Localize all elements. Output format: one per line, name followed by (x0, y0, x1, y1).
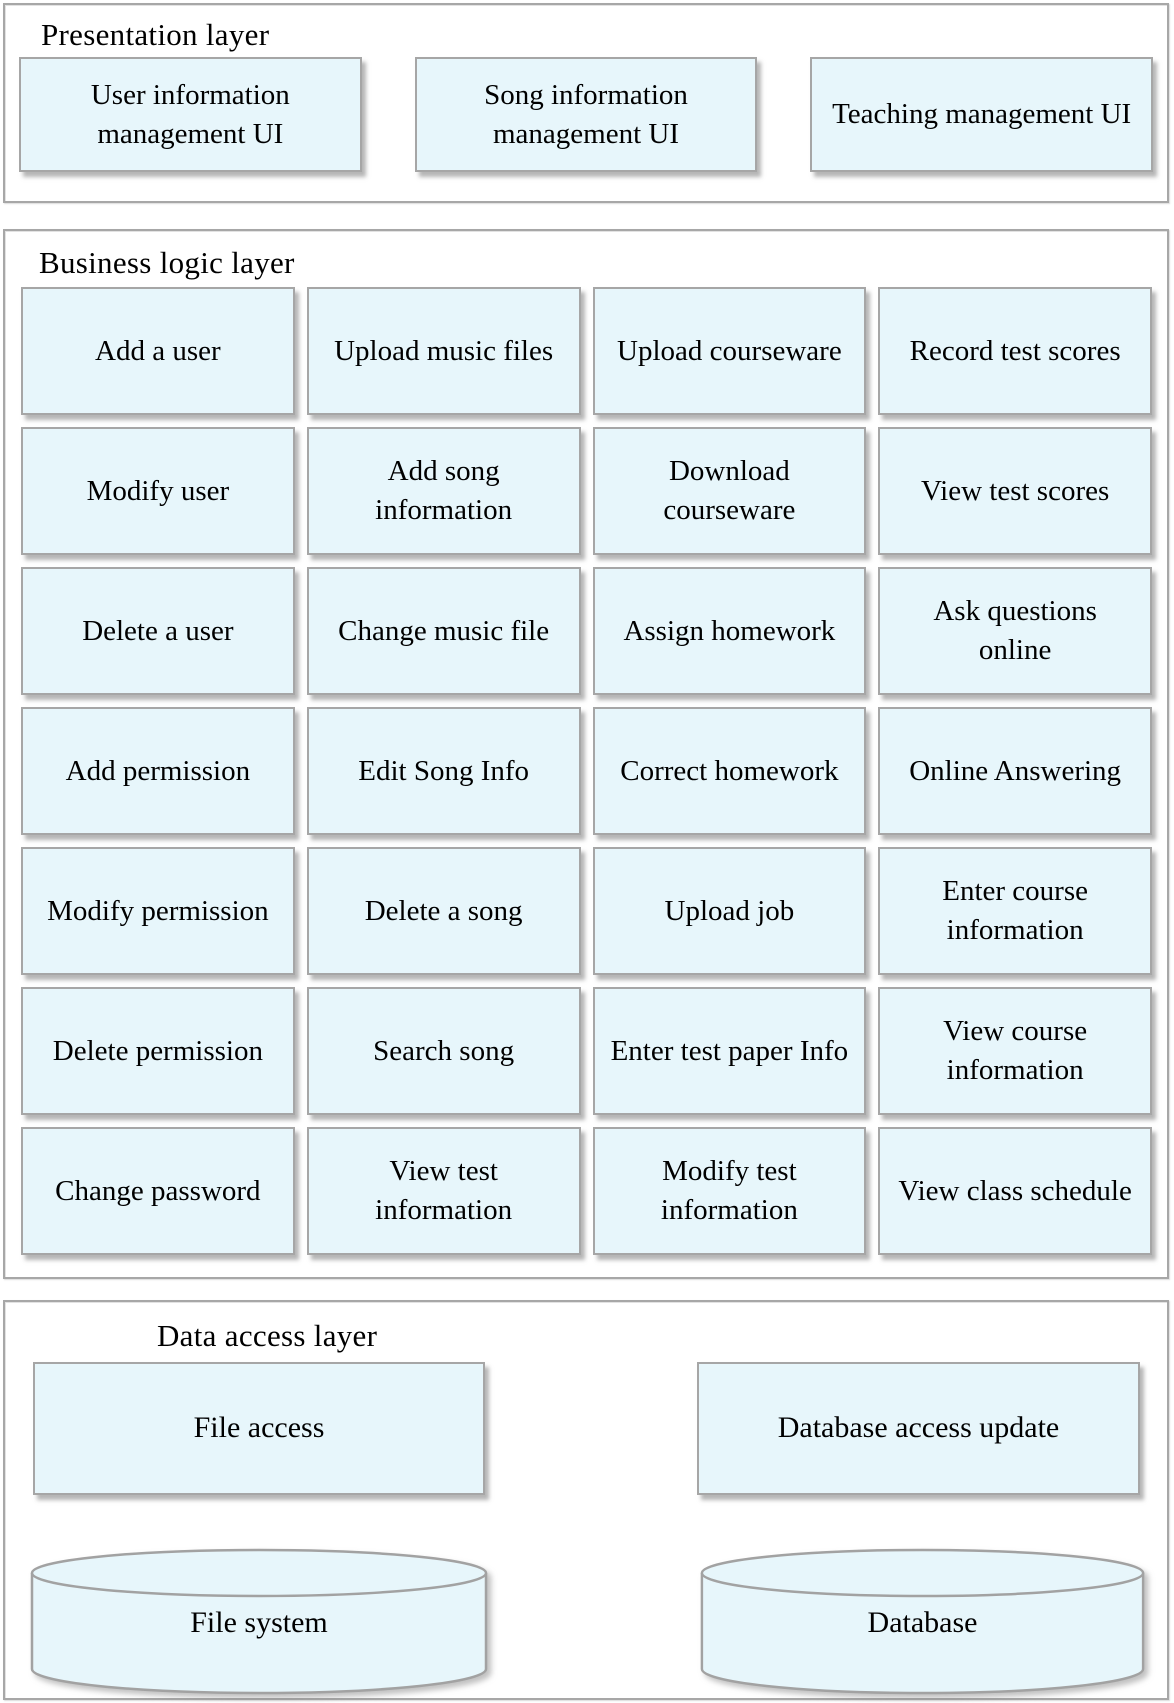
module-box: Delete permission (21, 987, 295, 1115)
module-box: Upload job (592, 847, 867, 975)
module-box: Modify user (21, 427, 295, 555)
presentation-layer-title: Presentation layer (41, 17, 270, 52)
module-box: Modify permission (21, 847, 295, 975)
module-box: Delete a song (306, 847, 581, 975)
presentation-layer-section: Presentation layer User information mana… (3, 3, 1169, 203)
module-box: Change music file (306, 567, 581, 695)
module-box: Record test scores (878, 287, 1152, 415)
module-box: View test information (306, 1127, 581, 1255)
module-box: Online Answering (878, 707, 1152, 835)
module-box: Search song (306, 987, 581, 1115)
module-box: Download courseware (592, 427, 867, 555)
module-box: Enter course information (878, 847, 1152, 975)
module-box: Assign homework (592, 567, 867, 695)
module-box: Enter test paper Info (592, 987, 867, 1115)
module-box: Add a user (21, 287, 295, 415)
module-box: Add permission (21, 707, 295, 835)
module-box: Upload courseware (592, 287, 867, 415)
module-box: Ask questions online (878, 567, 1152, 695)
presentation-boxes-row: User information management UI Song infor… (19, 57, 1153, 172)
module-box: Delete a user (21, 567, 295, 695)
module-box: Teaching management UI (810, 57, 1153, 172)
module-box: User information management UI (19, 57, 362, 172)
module-box: View test scores (878, 427, 1152, 555)
module-box: Upload music files (306, 287, 581, 415)
module-box: Change password (21, 1127, 295, 1255)
data-access-layer-section: Data access layer File access Database ac… (3, 1300, 1169, 1700)
module-box: Song information management UI (414, 57, 758, 172)
module-box: Add song information (306, 427, 581, 555)
database-cylinder: File system (29, 1547, 489, 1697)
data-access-layer-title: Data access layer (157, 1318, 378, 1353)
business-logic-layer-title: Business logic layer (39, 245, 295, 280)
module-box: Modify test information (592, 1127, 867, 1255)
cylinder-icon (700, 1548, 1145, 1695)
module-box: Correct homework (592, 707, 867, 835)
database-cylinder: Database (699, 1547, 1146, 1697)
cylinder-label: Database (867, 1606, 978, 1639)
module-box: File access (33, 1362, 485, 1495)
module-box: View class schedule (878, 1127, 1152, 1255)
cylinder-label: File system (190, 1606, 328, 1639)
module-box: Database access update (697, 1362, 1140, 1495)
module-box: View course information (878, 987, 1152, 1115)
module-box: Edit Song Info (306, 707, 581, 835)
cylinder-icon (30, 1548, 488, 1695)
